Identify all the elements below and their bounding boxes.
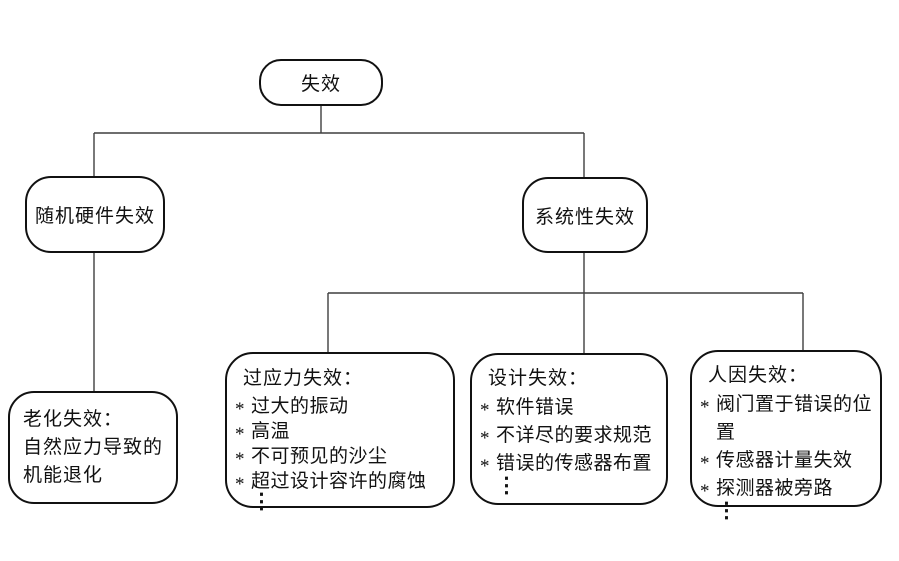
node-systematic-failure: 系统性失效 <box>522 177 648 253</box>
node-design-failure: 设计失效： * 软件错误 * 不详尽的要求规范 * 错误的传感器布置 ⋮ <box>470 353 668 505</box>
asterisk-bullet: * <box>700 397 710 418</box>
asterisk-bullet: * <box>480 428 490 449</box>
list-item-text: 阀门置于错误的位置 <box>716 394 873 443</box>
asterisk-bullet: * <box>480 400 490 421</box>
node-overstress-failure-title: 过应力失效： <box>243 368 364 389</box>
node-aging-failure: 老化失效： 自然应力导致的 机能退化 <box>8 391 178 504</box>
list-item: * 错误的传感器布置 <box>480 450 662 478</box>
list-item: * 软件错误 <box>480 394 662 422</box>
list-item-text: 错误的传感器布置 <box>496 453 653 474</box>
node-random-hardware-failure-label: 随机硬件失效 <box>34 206 155 227</box>
list-item: * 高温 <box>235 419 449 445</box>
list-item-text: 探测器被旁路 <box>716 478 834 499</box>
node-human-failure: 人因失效： * 阀门置于错误的位置 * 传感器计量失效 * 探测器被旁路 ⋮ <box>690 350 882 521</box>
list-item: * 过大的振动 <box>235 394 449 420</box>
asterisk-bullet: * <box>235 424 245 445</box>
node-systematic-failure-label: 系统性失效 <box>534 206 635 228</box>
list-item-text: 软件错误 <box>496 397 575 418</box>
node-human-failure-title: 人因失效： <box>708 365 809 386</box>
asterisk-bullet: * <box>235 474 245 495</box>
node-random-hardware-failure: 随机硬件失效 <box>25 176 165 253</box>
vertical-ellipsis: ⋮ <box>716 498 737 522</box>
node-design-failure-title: 设计失效： <box>488 368 589 389</box>
asterisk-bullet: * <box>235 399 245 420</box>
node-failure-root: 失效 <box>259 59 383 106</box>
list-item: * 探测器被旁路 <box>700 475 876 503</box>
node-aging-failure-title: 老化失效： <box>23 409 124 430</box>
list-item: * 不详尽的要求规范 <box>480 422 662 450</box>
node-aging-failure-line: 机能退化 <box>23 465 104 486</box>
human-item-list: * 阀门置于错误的位置 * 传感器计量失效 * 探测器被旁路 <box>692 391 880 503</box>
list-item-text: 超过设计容许的腐蚀 <box>251 471 427 492</box>
list-item: * 传感器计量失效 <box>700 447 876 475</box>
list-item: * 阀门置于错误的位置 <box>700 391 876 447</box>
list-item-text: 过大的振动 <box>251 396 349 417</box>
design-item-list: * 软件错误 * 不详尽的要求规范 * 错误的传感器布置 <box>472 394 666 478</box>
node-overstress-failure: 过应力失效： * 过大的振动 * 高温 * 不可预见的沙尘 * 超过设计容许的腐… <box>225 352 455 513</box>
asterisk-bullet: * <box>480 456 490 477</box>
vertical-ellipsis: ⋮ <box>251 489 272 513</box>
list-item-text: 传感器计量失效 <box>716 450 853 471</box>
node-failure-root-label: 失效 <box>300 74 341 95</box>
list-item-text: 高温 <box>251 421 291 442</box>
overstress-item-list: * 过大的振动 * 高温 * 不可预见的沙尘 * 超过设计容许的腐蚀 <box>227 394 453 495</box>
node-aging-failure-line: 自然应力导致的 <box>23 437 164 458</box>
asterisk-bullet: * <box>700 481 710 502</box>
asterisk-bullet: * <box>235 449 245 470</box>
list-item-text: 不可预见的沙尘 <box>251 446 388 467</box>
asterisk-bullet: * <box>700 453 710 474</box>
list-item: * 不可预见的沙尘 <box>235 444 449 470</box>
vertical-ellipsis: ⋮ <box>496 473 517 497</box>
list-item: * 超过设计容许的腐蚀 <box>235 469 449 495</box>
list-item-text: 不详尽的要求规范 <box>496 425 653 446</box>
